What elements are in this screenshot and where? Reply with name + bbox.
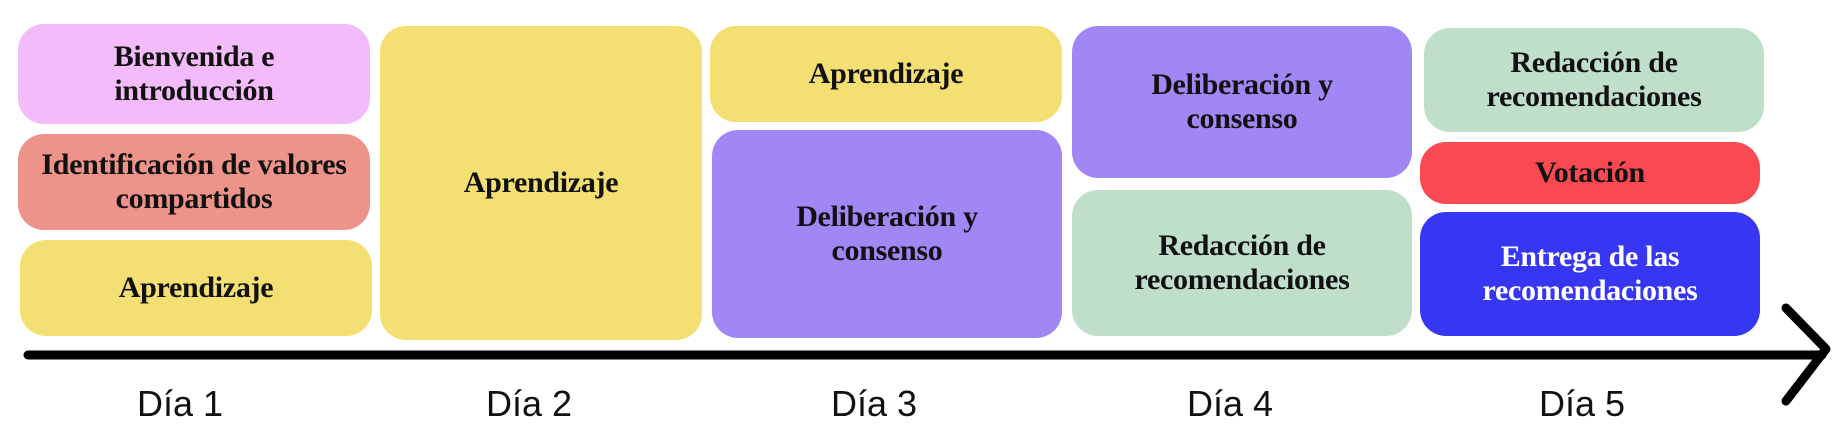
activity-label: Aprendizaje bbox=[118, 271, 274, 304]
day-5-activity-2: Votación bbox=[1420, 142, 1760, 204]
activity-label: Votación bbox=[1535, 156, 1645, 189]
activity-label: Identificación de valores compartidos bbox=[41, 148, 347, 215]
day-5-activity-1: Redacción de recomendaciones bbox=[1424, 28, 1764, 132]
day-label-1: Día 1 bbox=[136, 383, 224, 424]
day-5-activity-3: Entrega de las recomendaciones bbox=[1420, 212, 1760, 336]
activity-label: Aprendizaje bbox=[808, 57, 964, 90]
activity-label: Deliberación y consenso bbox=[796, 200, 978, 267]
day-3-activity-1: Aprendizaje bbox=[710, 26, 1062, 122]
day-1-activity-1: Bienvenida e introducción bbox=[18, 24, 370, 124]
day-1-activity-2: Identificación de valores compartidos bbox=[18, 134, 370, 230]
activity-label: Redacción de recomendaciones bbox=[1134, 229, 1350, 296]
activity-label: Deliberación y consenso bbox=[1151, 68, 1333, 135]
activity-label: Aprendizaje bbox=[463, 166, 619, 199]
day-2-activity-1: Aprendizaje bbox=[380, 26, 702, 340]
day-label-3: Día 3 bbox=[830, 383, 918, 424]
day-4-activity-1: Deliberación y consenso bbox=[1072, 26, 1412, 178]
day-4-activity-2: Redacción de recomendaciones bbox=[1072, 190, 1412, 336]
day-3-activity-2: Deliberación y consenso bbox=[712, 130, 1062, 338]
day-label-5: Día 5 bbox=[1538, 383, 1626, 424]
activity-label: Entrega de las recomendaciones bbox=[1482, 240, 1698, 307]
timeline-arrowhead bbox=[1781, 303, 1831, 406]
day-label-4: Día 4 bbox=[1186, 383, 1274, 424]
day-1-activity-3: Aprendizaje bbox=[20, 240, 372, 336]
activity-label: Bienvenida e introducción bbox=[113, 40, 275, 107]
activity-label: Redacción de recomendaciones bbox=[1486, 46, 1702, 113]
day-label-2: Día 2 bbox=[485, 383, 573, 424]
